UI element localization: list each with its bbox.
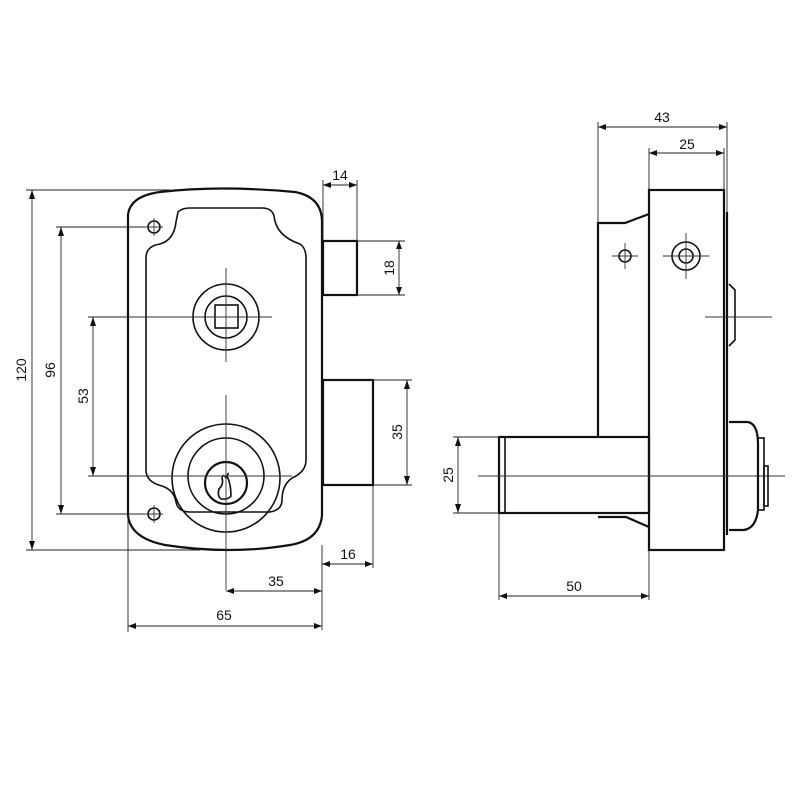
dim-label-hole-spacing: 96: [42, 362, 58, 378]
deadbolt: [321, 378, 375, 487]
dim-case-depth: 25: [648, 136, 725, 190]
dim-cylinder-length: 50: [498, 513, 650, 600]
dim-label-overall-depth: 43: [654, 109, 670, 125]
dim-label-overall-width: 65: [216, 607, 232, 623]
dim-overall-depth: 43: [597, 109, 728, 223]
dim-label-latch-bolt-height: 18: [381, 260, 397, 276]
keyway-icon: [217, 472, 232, 500]
dim-label-deadbolt-height: 35: [389, 424, 405, 440]
latch-bolt-side: [728, 283, 736, 347]
latch-bolt: [321, 239, 359, 297]
dim-latch-bolt-height: 18: [357, 240, 405, 296]
cylinder-face: [763, 465, 769, 507]
front-view: [90, 187, 375, 590]
dim-deadbolt-projection: 16: [321, 485, 374, 630]
dim-spindle-to-cylinder: 53: [75, 316, 128, 477]
dim-label-cylinder-length: 50: [566, 578, 582, 594]
lock-case-outline: [126, 187, 324, 552]
dim-cylinder-diameter: 25: [440, 436, 499, 514]
mounting-hole-bottom: [145, 505, 163, 523]
dim-backset: 35: [226, 573, 322, 594]
mounting-hole-top: [145, 218, 163, 236]
side-view: [478, 188, 785, 552]
dim-label-latch-bolt-projection: 14: [332, 167, 348, 183]
dim-deadbolt-height: 35: [373, 379, 412, 486]
side-view-dimensions: 43 25 25 50: [440, 109, 728, 600]
spindle-follower: [90, 268, 272, 362]
dim-label-cylinder-diameter: 25: [440, 467, 456, 483]
case-hole: [663, 233, 709, 279]
dim-overall-height: 120: [13, 189, 200, 551]
lock-case-side: [647, 188, 726, 552]
dim-hole-spacing: 96: [42, 226, 145, 515]
dim-label-spindle-to-cylinder: 53: [75, 388, 91, 404]
dim-latch-bolt-projection: 14: [322, 167, 358, 241]
cylinder-body: [497, 435, 651, 515]
mounting-flange: [596, 212, 650, 437]
dim-overall-width: 65: [127, 520, 322, 632]
front-view-dimensions: 120 96 53 14: [13, 167, 412, 632]
lock-faceplate-inner: [145, 207, 307, 513]
dim-label-deadbolt-projection: 16: [340, 546, 356, 562]
dim-label-backset: 35: [268, 573, 284, 589]
dim-label-overall-height: 120: [13, 358, 29, 382]
dim-label-case-depth: 25: [679, 136, 695, 152]
cylinder-keyhole: [90, 395, 292, 590]
flange-hole: [612, 243, 638, 269]
